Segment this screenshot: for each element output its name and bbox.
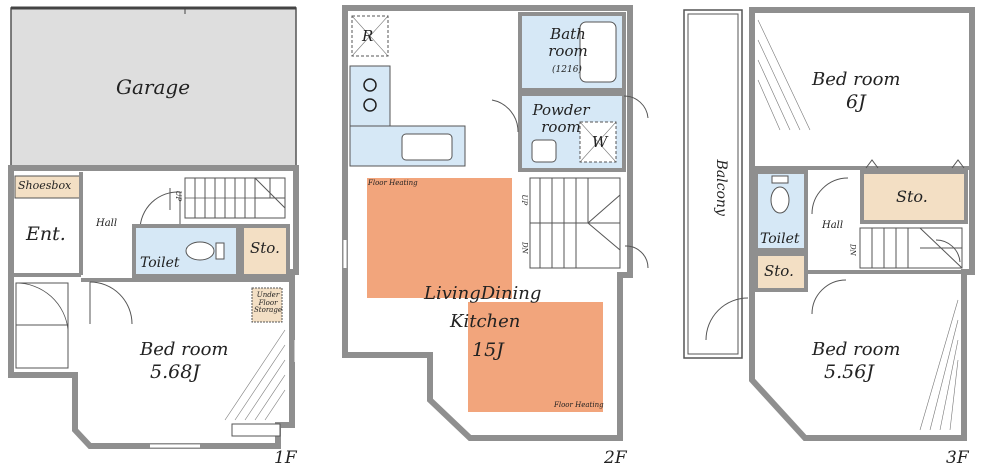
- floor-heating-label-2: Floor Heating: [554, 401, 604, 409]
- shoesbox-label: Shoesbox: [18, 179, 72, 192]
- bedroom-top-size-3f: 6J: [846, 91, 866, 113]
- ldk-size-label: 15J: [472, 339, 504, 361]
- refrigerator-label: R: [362, 27, 374, 45]
- balcony-label: Balcony: [712, 159, 729, 216]
- storage-right: [860, 170, 968, 224]
- stairs-down-label-2f: DN: [520, 241, 529, 254]
- hall-label-1f: Hall: [96, 218, 118, 229]
- bedroom-bottom-label-3f: Bed room: [812, 339, 901, 360]
- ldk-label-line2: Kitchen: [450, 311, 521, 332]
- floor1-stairs: [169, 177, 286, 219]
- under-floor-storage-label: Under Floor Storage: [254, 291, 282, 315]
- toilet-room-3f: [754, 170, 808, 252]
- storage-right-label: Sto.: [896, 187, 928, 206]
- toilet-label-1f: Toilet: [140, 255, 180, 271]
- bedroom-label-1f: Bed room: [140, 339, 229, 360]
- floor1-plan: [8, 6, 299, 449]
- toilet-room: [132, 224, 240, 278]
- floor3-plan: [683, 7, 975, 441]
- toilet-label-3f: Toilet: [760, 231, 800, 247]
- bedroom-bottom-size-3f: 5.56J: [824, 361, 874, 383]
- floor2-plan: [342, 5, 649, 441]
- stairs-up-label-1f: UP: [174, 190, 183, 202]
- floor-heating-zone-2: [468, 302, 603, 412]
- bathroom-label: Bath room: [548, 25, 588, 60]
- floor-heating-label-1: Floor Heating: [368, 179, 418, 187]
- hall-label-3f: Hall: [822, 220, 844, 231]
- floor-label-1f: 1F: [274, 448, 297, 468]
- floor3-stairs: [859, 227, 963, 269]
- stairs-up-label-2f: UP: [520, 194, 529, 206]
- storage-small-label: Sto.: [764, 262, 794, 280]
- storage-small: [754, 252, 808, 292]
- ldk-label-line1: LivingDining: [424, 283, 542, 304]
- floor-heating-zone-1: [367, 178, 512, 298]
- floor2-stairs: [529, 177, 621, 269]
- garage-area: [10, 7, 297, 169]
- bath-size-label: (1216): [552, 65, 582, 75]
- garage-label: Garage: [116, 75, 191, 99]
- balcony-area: [683, 9, 743, 359]
- entrance-label: Ent.: [26, 223, 66, 245]
- washer-label: W: [592, 133, 608, 151]
- storage-room: [240, 224, 290, 278]
- bedroom-size-1f: 5.68J: [150, 361, 200, 383]
- storage-label-1f: Sto.: [250, 239, 280, 257]
- floor-label-2f: 2F: [604, 448, 627, 468]
- powder-room-label: Powder room: [532, 101, 590, 136]
- bedroom-top-label-3f: Bed room: [812, 69, 901, 90]
- stairs-down-label-3f: DN: [848, 243, 857, 256]
- floor-label-3f: 3F: [946, 448, 969, 468]
